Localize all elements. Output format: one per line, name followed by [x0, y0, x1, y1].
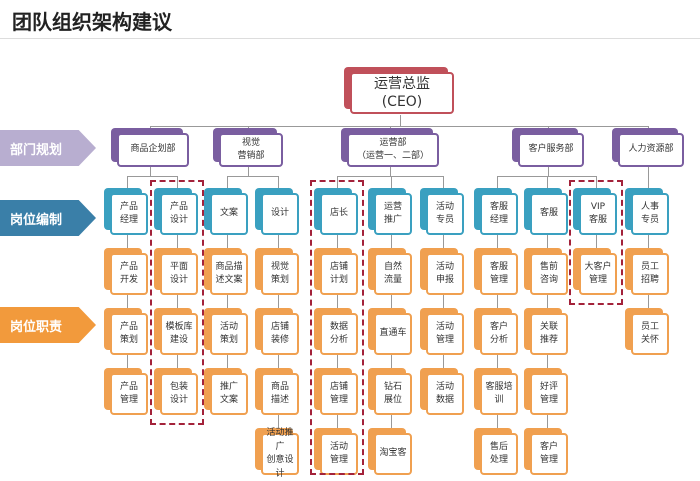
- dept-box: 客户服务部: [518, 133, 584, 167]
- connector-line: [150, 126, 648, 127]
- connector-line: [390, 167, 391, 176]
- connector-line: [227, 176, 279, 177]
- role-box: 产品 经理: [110, 193, 148, 235]
- duty-box: 包装 设计: [160, 373, 198, 415]
- duty-box: 店铺 装修: [261, 313, 299, 355]
- role-box: 店长: [320, 193, 358, 235]
- divider: [0, 38, 700, 39]
- duty-box: 关联 推荐: [530, 313, 568, 355]
- duty-box: 产品 开发: [110, 253, 148, 295]
- duty-box: 售后 处理: [480, 433, 518, 475]
- side-label-dept: 部门规划: [0, 130, 96, 166]
- role-box: 人事 专员: [631, 193, 669, 235]
- connector-line: [150, 167, 151, 176]
- role-box: 客服 经理: [480, 193, 518, 235]
- connector-line: [278, 176, 279, 190]
- role-box: VIP 客服: [579, 193, 617, 235]
- duty-box: 客服培 训: [480, 373, 518, 415]
- duty-box: 客户 分析: [480, 313, 518, 355]
- duty-box: 模板库 建设: [160, 313, 198, 355]
- connector-line: [596, 235, 597, 250]
- connector-line: [596, 176, 597, 190]
- duty-box: 客服 管理: [480, 253, 518, 295]
- side-label-roles: 岗位编制: [0, 200, 96, 236]
- connector-line: [337, 176, 444, 177]
- connector-line: [177, 235, 178, 370]
- duty-box: 商品描 述文案: [210, 253, 248, 295]
- duty-box: 活动推广 创意设计: [261, 428, 299, 479]
- duty-box: 活动 申报: [426, 253, 464, 295]
- connector-line: [248, 167, 249, 176]
- duty-box: 大客户 管理: [579, 253, 617, 295]
- connector-line: [227, 235, 228, 370]
- dept-box: 视觉 营销部: [219, 133, 283, 167]
- role-box: 产品 设计: [160, 193, 198, 235]
- duty-box: 平面 设计: [160, 253, 198, 295]
- ceo-box: 运营总监 (CEO): [350, 72, 454, 114]
- duty-box: 员工 关怀: [631, 313, 669, 355]
- side-label-text: 岗位编制: [10, 212, 63, 228]
- duty-box: 直通车: [374, 313, 412, 355]
- role-box: 客服: [530, 193, 568, 235]
- connector-line: [497, 176, 498, 190]
- duty-box: 活动 管理: [320, 433, 358, 475]
- duty-box: 活动 策划: [210, 313, 248, 355]
- connector-line: [648, 176, 649, 190]
- connector-line: [227, 176, 228, 190]
- duty-box: 推广 文案: [210, 373, 248, 415]
- duty-box: 售前 咨询: [530, 253, 568, 295]
- connector-line: [443, 235, 444, 370]
- connector-line: [648, 167, 649, 176]
- connector-line: [127, 235, 128, 370]
- connector-line: [391, 176, 392, 190]
- side-label-duties: 岗位职责: [0, 307, 96, 343]
- duty-box: 数据 分析: [320, 313, 358, 355]
- duty-box: 活动 数据: [426, 373, 464, 415]
- role-box: 设计: [261, 193, 299, 235]
- dept-box: 人力资源部: [618, 133, 684, 167]
- highlight-dashed-frame: [569, 180, 623, 305]
- duty-box: 淘宝客: [374, 433, 412, 475]
- duty-box: 钻石 展位: [374, 373, 412, 415]
- duty-box: 产品 管理: [110, 373, 148, 415]
- duty-box: 产品 策划: [110, 313, 148, 355]
- highlight-dashed-frame: [150, 180, 204, 425]
- connector-line: [443, 176, 444, 190]
- duty-box: 好评 管理: [530, 373, 568, 415]
- page-title: 团队组织架构建议: [12, 10, 172, 34]
- duty-box: 员工 招聘: [631, 253, 669, 295]
- side-label-text: 部门规划: [10, 142, 63, 158]
- duty-box: 视觉 策划: [261, 253, 299, 295]
- duty-box: 店铺 管理: [320, 373, 358, 415]
- connector-line: [400, 115, 401, 127]
- connector-line: [548, 167, 549, 176]
- side-label-text: 岗位职责: [10, 319, 63, 335]
- role-box: 文案: [210, 193, 248, 235]
- connector-line: [547, 176, 548, 190]
- highlight-dashed-frame: [310, 180, 364, 475]
- role-box: 活动 专员: [426, 193, 464, 235]
- connector-line: [337, 176, 338, 190]
- duty-box: 自然 流量: [374, 253, 412, 295]
- duty-box: 商品 描述: [261, 373, 299, 415]
- connector-line: [177, 176, 178, 190]
- connector-line: [127, 176, 178, 177]
- role-box: 运营 推广: [374, 193, 412, 235]
- duty-box: 客户 管理: [530, 433, 568, 475]
- dept-box: 运营部 （运营一、二部）: [347, 133, 439, 167]
- connector-line: [127, 176, 128, 190]
- duty-box: 店铺 计划: [320, 253, 358, 295]
- dept-box: 商品企划部: [117, 133, 189, 167]
- duty-box: 活动 管理: [426, 313, 464, 355]
